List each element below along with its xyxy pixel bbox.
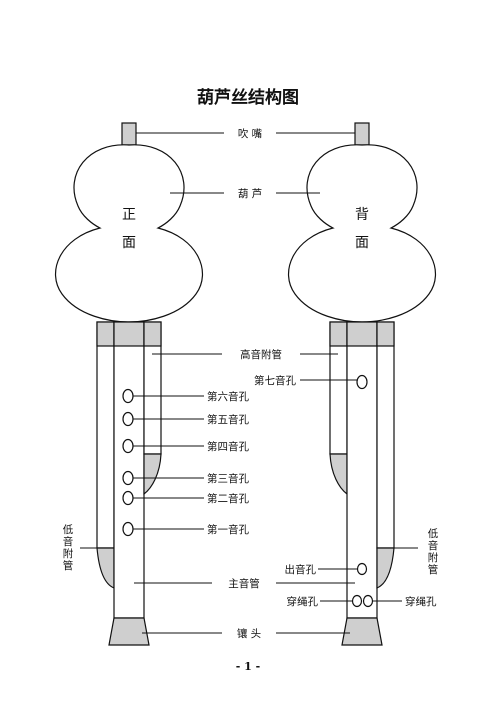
front-hole-4	[122, 438, 134, 454]
front-main-pipe	[113, 321, 145, 619]
diagram-title: 葫芦丝结构图	[197, 87, 299, 108]
front-face-char-1: 正	[122, 207, 136, 223]
front-tip	[108, 617, 150, 646]
page-number: - 1 -	[236, 660, 260, 673]
front-hole-2	[122, 490, 134, 506]
back-instrument: 背 面	[287, 122, 437, 646]
front-mouthpiece	[121, 122, 137, 146]
label-low-pipe-right: 低 音 附 管	[428, 527, 439, 576]
label-exit-hole: 出音孔	[285, 563, 317, 576]
front-gourd	[54, 144, 204, 323]
label-hole-5: 第五音孔	[207, 413, 249, 426]
svg-text:低: 低	[428, 527, 439, 540]
label-rope-hole-right: 穿绳孔	[405, 595, 437, 608]
label-hole-3: 第三音孔	[207, 472, 249, 485]
back-low-pipe-top	[376, 321, 395, 347]
svg-text:低: 低	[63, 523, 74, 536]
label-hole-2: 第二音孔	[207, 492, 249, 505]
back-rope-hole-left	[351, 594, 363, 608]
back-hole-7	[356, 374, 368, 390]
back-face-char-1: 背	[355, 207, 369, 223]
back-high-pipe-top	[329, 321, 348, 347]
back-exit-hole	[356, 562, 368, 576]
label-hole-4: 第四音孔	[207, 440, 249, 453]
leader-lines	[80, 132, 418, 634]
svg-text:附: 附	[63, 547, 74, 560]
label-low-pipe-left: 低 音 附 管	[63, 523, 74, 572]
front-hole-1	[122, 521, 134, 537]
label-main-pipe: 主音管	[228, 577, 260, 590]
label-hole-6: 第六音孔	[207, 390, 249, 403]
front-low-pipe-bottom	[96, 547, 115, 589]
front-high-pipe-top	[143, 321, 162, 347]
back-main-pipe-top	[346, 321, 378, 347]
back-rope-hole-right	[362, 594, 374, 608]
front-instrument: 正 面	[54, 122, 204, 646]
svg-text:管: 管	[428, 563, 439, 576]
front-hole-5	[122, 411, 134, 427]
back-low-pipe	[376, 321, 395, 549]
back-high-pipe-bottom	[329, 453, 348, 496]
back-mouthpiece	[354, 122, 370, 146]
back-gourd	[287, 144, 437, 323]
front-hole-3	[122, 470, 134, 486]
back-low-pipe-bottom	[376, 547, 395, 589]
label-hole-7: 第七音孔	[254, 374, 296, 387]
label-tip: 镶 头	[237, 627, 261, 640]
front-hole-6	[122, 388, 134, 404]
front-low-pipe-top	[96, 321, 115, 347]
label-hole-1: 第一音孔	[207, 523, 249, 536]
back-face-char-2: 面	[355, 235, 369, 251]
label-high-pipe: 高音附管	[240, 348, 282, 361]
front-main-pipe-top	[113, 321, 145, 347]
svg-text:管: 管	[63, 559, 74, 572]
svg-text:附: 附	[428, 551, 439, 564]
svg-text:音: 音	[428, 539, 439, 552]
label-gourd: 葫 芦	[238, 188, 262, 200]
front-face-char-2: 面	[122, 235, 136, 251]
front-high-pipe-bottom	[143, 453, 162, 496]
front-low-pipe	[96, 321, 115, 549]
label-mouthpiece: 吹 嘴	[238, 127, 263, 140]
svg-text:音: 音	[63, 535, 74, 548]
label-rope-hole-left: 穿绳孔	[287, 595, 319, 608]
back-tip	[341, 617, 383, 646]
